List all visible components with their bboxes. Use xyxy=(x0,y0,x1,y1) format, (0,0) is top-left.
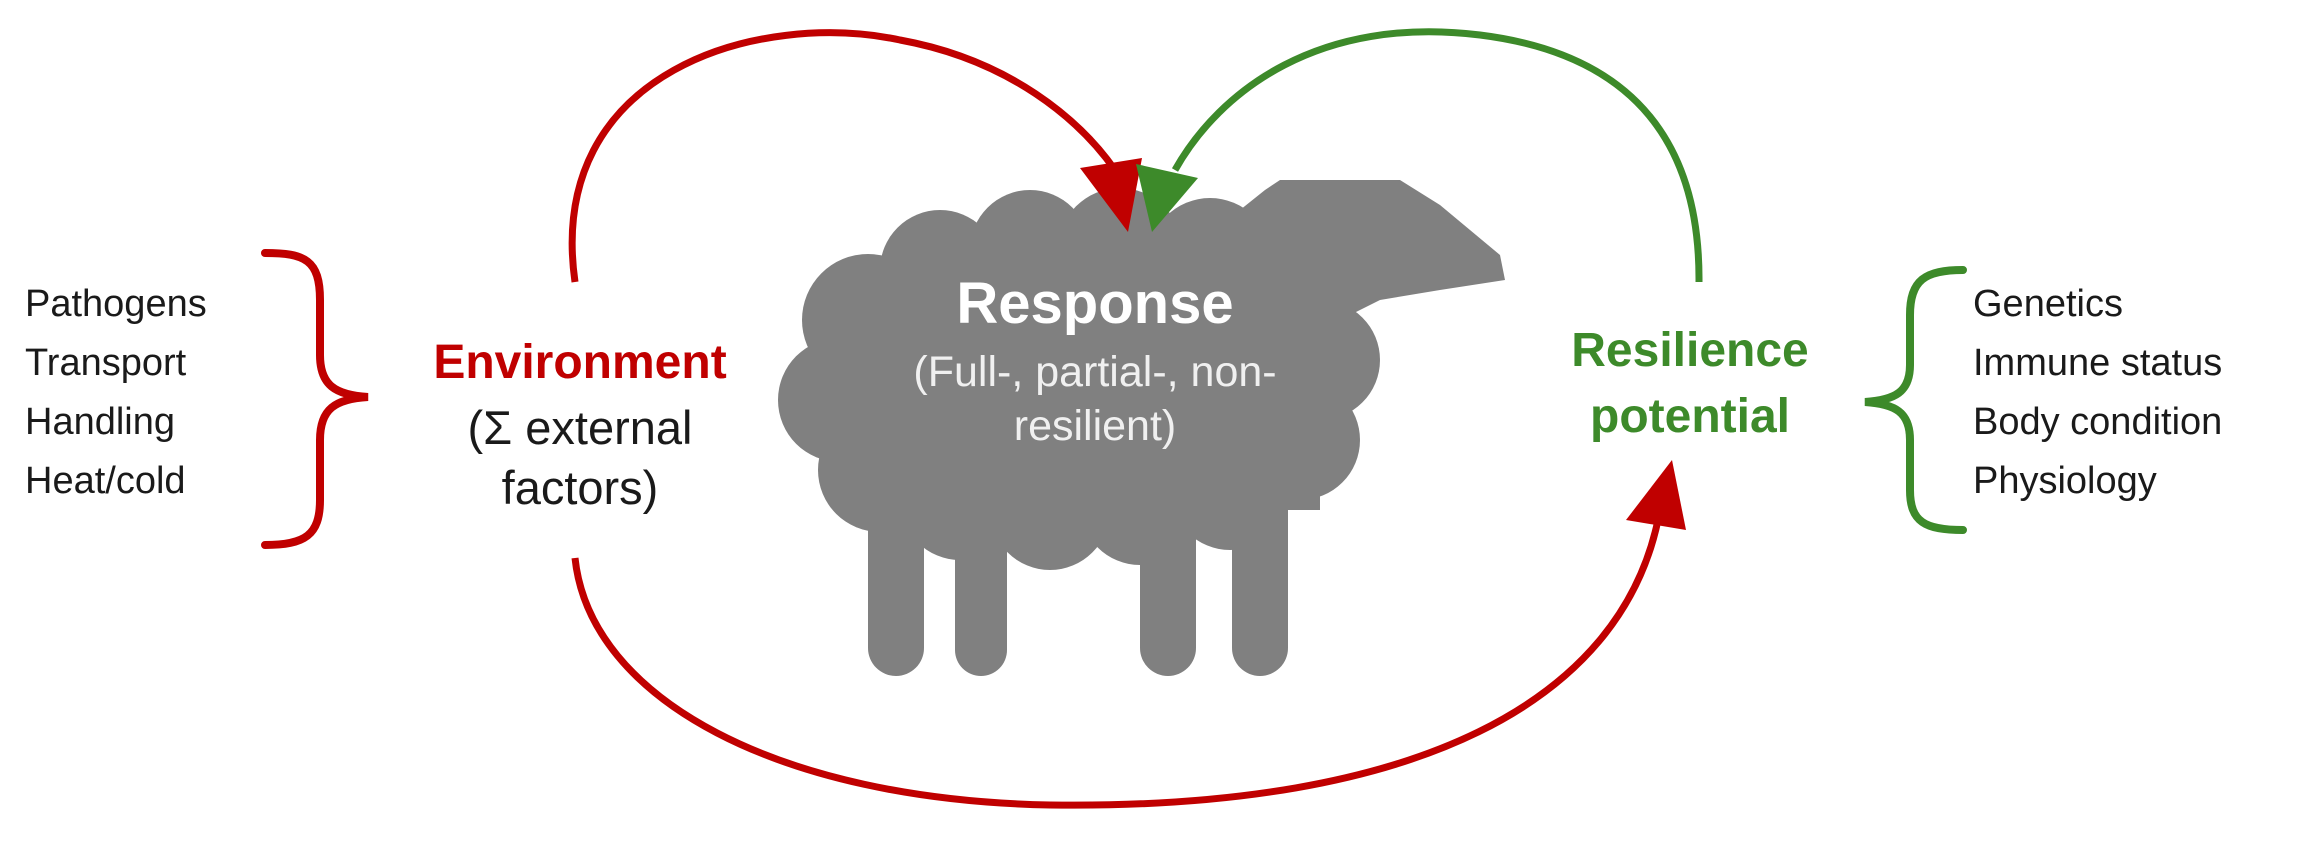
list-item: Pathogens xyxy=(25,283,207,325)
response-label: Response (Full-, partial-, non- resilien… xyxy=(855,270,1335,453)
env-to-response-arrow xyxy=(568,29,1118,283)
environment-subtitle-line1: (Σ external xyxy=(467,401,693,454)
list-item: Heat/cold xyxy=(25,460,186,502)
response-subtitle-line2: resilient) xyxy=(1013,402,1177,450)
environment-subtitle-line2: factors) xyxy=(501,461,659,514)
env-bracket-icon xyxy=(261,249,369,549)
list-item: Genetics xyxy=(1973,283,2123,325)
environment-label: Environment (Σ external factors) xyxy=(395,335,765,518)
resilience-title-line2: potential xyxy=(1590,390,1790,443)
resilience-title-line1: Resilience xyxy=(1571,324,1809,377)
list-item: Immune status xyxy=(1973,342,2223,384)
response-subtitle-line1: (Full-, partial-, non- xyxy=(913,348,1277,396)
resilience-label: Resilience potential xyxy=(1500,318,1880,450)
list-item: Physiology xyxy=(1973,460,2157,502)
res-bracket-icon xyxy=(1864,266,1967,534)
list-item: Handling xyxy=(25,401,175,443)
sheep-silhouette-icon xyxy=(778,180,1505,676)
env-to-resilience-arrow xyxy=(571,519,1662,809)
list-item: Body condition xyxy=(1973,401,2223,443)
resilience-factor-list: Genetics Immune status Body condition Ph… xyxy=(1973,275,2222,511)
environment-factor-list: Pathogens Transport Handling Heat/cold xyxy=(25,275,207,511)
response-title: Response xyxy=(956,271,1234,336)
env-to-response-arrowhead-icon xyxy=(1080,158,1142,232)
resilience-to-response-arrow xyxy=(1171,28,1703,283)
environment-title: Environment xyxy=(433,336,727,389)
list-item: Transport xyxy=(25,342,187,384)
resilience-to-response-arrowhead-icon xyxy=(1136,164,1198,232)
env-to-resilience-arrowhead-icon xyxy=(1626,460,1686,530)
